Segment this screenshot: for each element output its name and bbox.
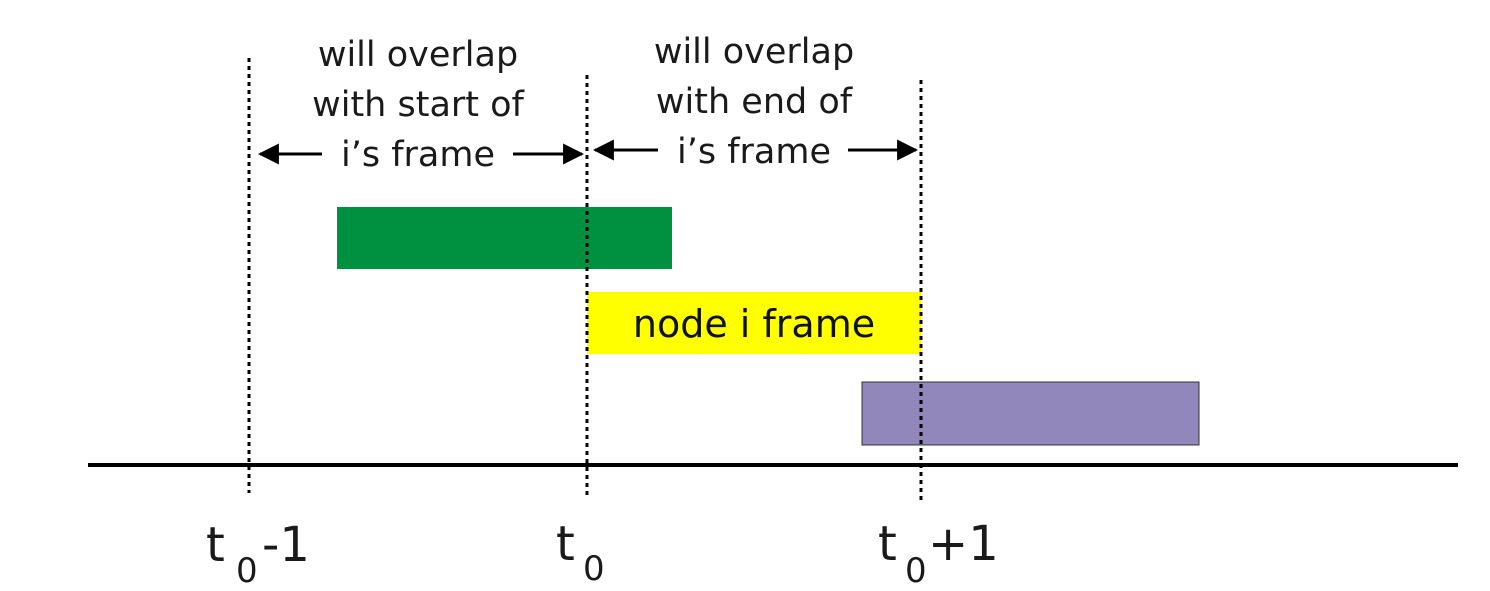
- svg-text:-1: -1: [262, 517, 310, 573]
- node-frame-label: node i frame: [633, 302, 875, 346]
- svg-text:t: t: [878, 516, 897, 572]
- tick-suffix: +1: [928, 516, 999, 572]
- tick-label-t0: t 0: [556, 516, 605, 589]
- tick-subscript: 0: [905, 551, 927, 591]
- svg-text:0: 0: [236, 551, 258, 591]
- tick-base: t: [556, 516, 575, 572]
- tick-subscript: 0: [236, 551, 258, 591]
- svg-text:t: t: [556, 516, 575, 572]
- tick-base: t: [878, 516, 897, 572]
- start-overlap-line-2: with start of: [312, 85, 524, 125]
- end-overlap-line-3: i’s frame: [677, 132, 831, 172]
- svg-text:0: 0: [583, 549, 605, 589]
- svg-text:0: 0: [905, 551, 927, 591]
- tick-subscript: 0: [583, 549, 605, 589]
- tick-suffix: -1: [262, 517, 310, 573]
- start-overlap-line-3: i’s frame: [341, 135, 495, 175]
- tick-base: t: [206, 517, 225, 573]
- node-i-frame-bar: [587, 292, 921, 354]
- start-overlap-annotation: will overlap with start of i’s frame: [257, 35, 585, 175]
- end-overlap-annotation: will overlap with end of i’s frame: [592, 32, 919, 172]
- end-overlap-line-2: with end of: [656, 82, 853, 122]
- svg-text:+1: +1: [928, 516, 999, 572]
- start-overlap-line-1: will overlap: [318, 35, 518, 75]
- tick-label-t0-minus-1: t 0 -1: [206, 517, 310, 591]
- svg-text:t: t: [206, 517, 225, 573]
- preceding-frame-bar: [337, 207, 672, 269]
- tick-label-t0-plus-1: t 0 +1: [878, 516, 999, 591]
- end-overlap-line-1: will overlap: [654, 32, 854, 72]
- following-frame-bar: [861, 381, 1200, 446]
